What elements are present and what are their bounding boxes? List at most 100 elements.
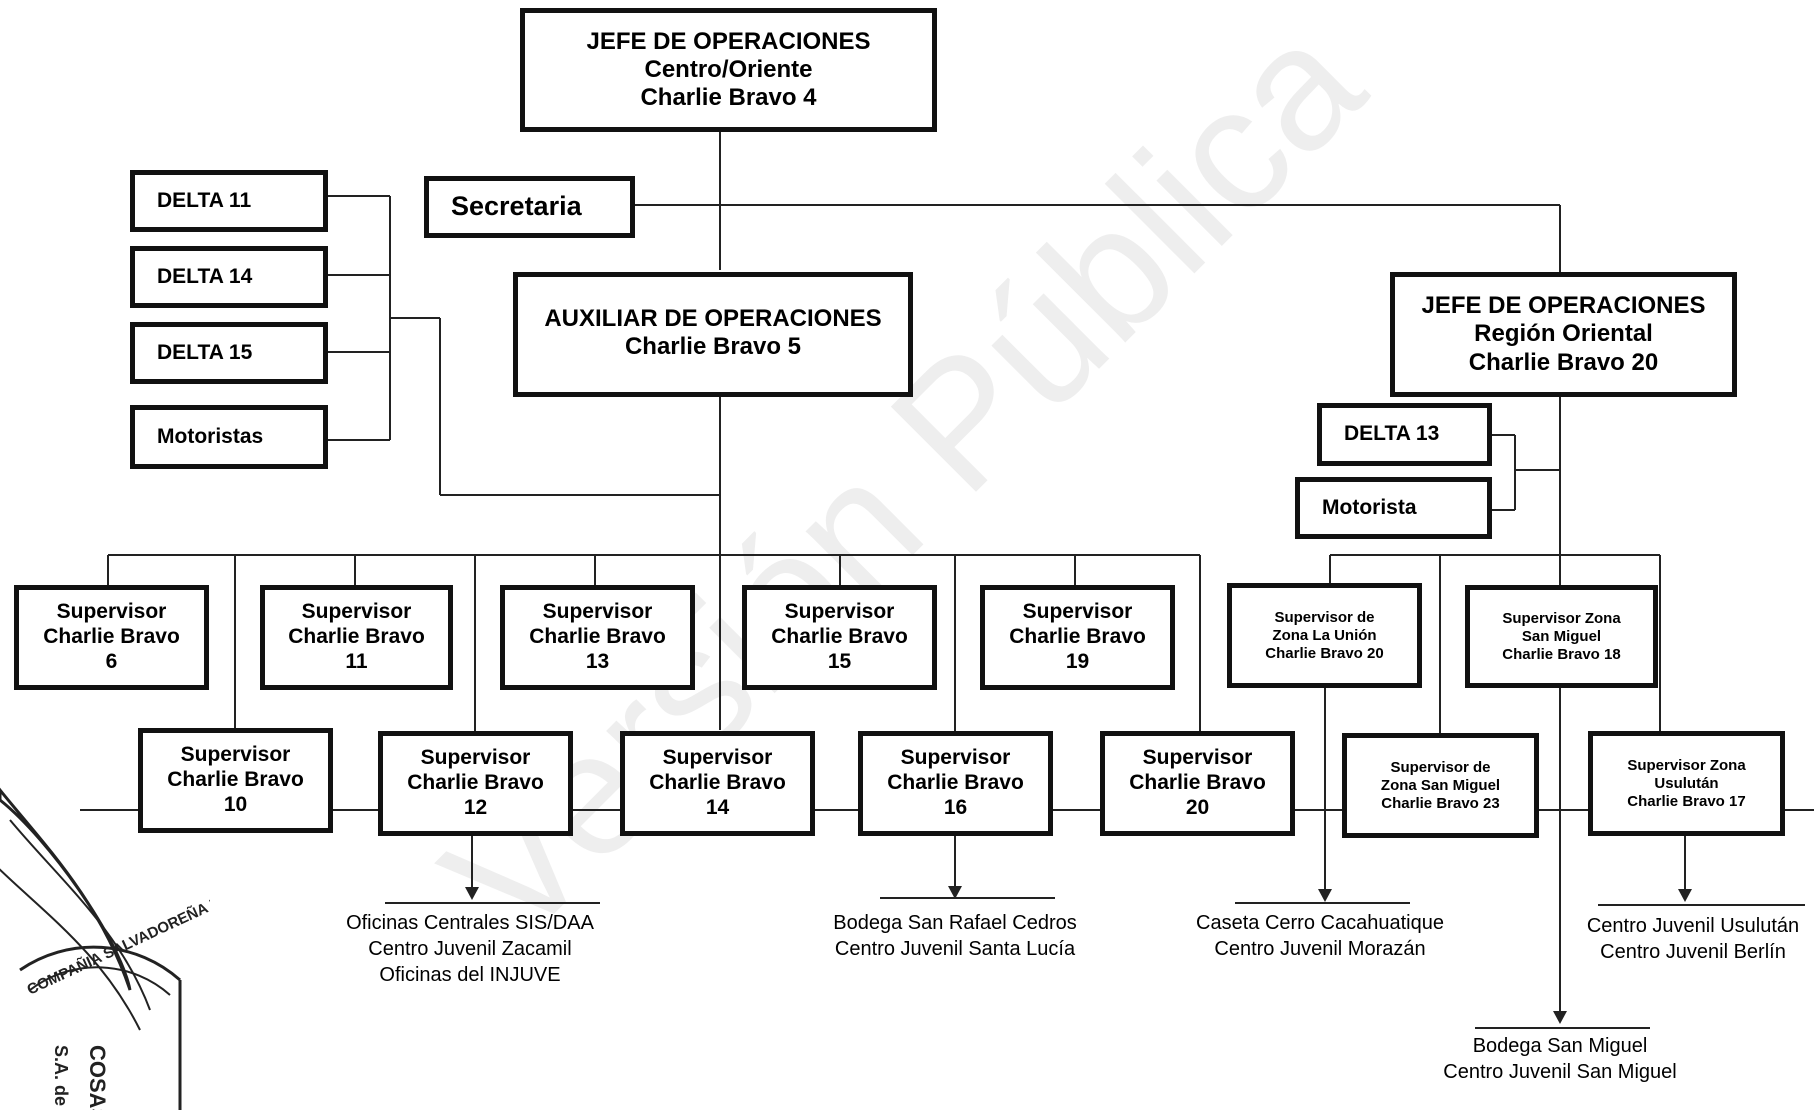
secretaria-label: Secretaria	[451, 191, 582, 222]
location-line: Centro Juvenil Morazán	[1214, 938, 1426, 960]
locations-cb12: Oficinas Centrales SIS/DAA Centro Juveni…	[330, 910, 610, 988]
supervisor-cb14-role: Supervisor	[662, 746, 773, 770]
zone-san-miguel-23-code: Charlie Bravo 23	[1381, 794, 1500, 812]
connector-lines	[80, 130, 1814, 1029]
delta-15-label: DELTA 15	[157, 340, 253, 364]
supervisor-cb19-number: 19	[1065, 649, 1090, 673]
delta-11-label: DELTA 11	[157, 188, 252, 212]
zone-la-union-zone: Zona La Unión	[1272, 626, 1377, 644]
motorista-label: Motorista	[1322, 495, 1417, 519]
chief-oriental-region: Región Oriental	[1474, 320, 1653, 348]
supervisor-cb11-role: Supervisor	[301, 600, 412, 624]
supervisor-cb13-role: Supervisor	[542, 600, 653, 624]
location-line: Centro Juvenil Santa Lucía	[834, 938, 1076, 960]
supervisor-cb15-number: 15	[827, 649, 852, 673]
supervisor-cb12-role: Supervisor	[420, 746, 531, 770]
delta-14-box: DELTA 14	[130, 246, 328, 308]
svg-text:COMPAÑIA SALVADOREÑA DE: COMPAÑIA SALVADOREÑA DE	[24, 888, 210, 998]
location-line: Oficinas Centrales SIS/DAA	[346, 912, 594, 934]
motorista-box: Motorista	[1295, 477, 1492, 539]
locations-cb16: Bodega San Rafael Cedros Centro Juvenil …	[820, 910, 1090, 962]
chief-centro-oriente: JEFE DE OPERACIONES Centro/Oriente Charl…	[520, 8, 937, 132]
supervisor-cb11-number: 11	[345, 649, 368, 673]
location-line: Centro Juvenil Zacamil	[368, 938, 572, 960]
supervisor-cb20-number: 20	[1185, 795, 1210, 819]
supervisor-cb6-name: Charlie Bravo	[43, 625, 180, 649]
location-line: Caseta Cerro Cacahuatique	[1196, 912, 1444, 934]
chief-oriental-title: JEFE DE OPERACIONES	[1421, 292, 1706, 320]
locations-cb18: Bodega San Miguel Centro Juvenil San Mig…	[1420, 1033, 1700, 1085]
zone-san-miguel-zone: San Miguel	[1521, 627, 1602, 645]
supervisor-cb16-name: Charlie Bravo	[887, 771, 1024, 795]
zone-usulutan-zone: Usulután	[1654, 774, 1719, 792]
svg-text:S.A. de C.V.: S.A. de C.V.	[51, 1045, 71, 1110]
chief-centro-region: Centro/Oriente	[644, 55, 813, 83]
delta-11-box: DELTA 11	[130, 170, 328, 232]
svg-text:COSAS: COSAS	[85, 1045, 110, 1110]
supervisor-cb14-name: Charlie Bravo	[649, 771, 786, 795]
delta-13-box: DELTA 13	[1317, 403, 1492, 466]
location-line: Bodega San Rafael Cedros	[833, 912, 1077, 934]
zone-la-union-code: Charlie Bravo 20	[1265, 644, 1384, 662]
supervisor-cb15-name: Charlie Bravo	[771, 625, 908, 649]
auxiliar-code: Charlie Bravo 5	[624, 333, 802, 361]
auxiliar-operaciones: AUXILIAR DE OPERACIONES Charlie Bravo 5	[513, 272, 913, 397]
zone-la-union-role: Supervisor de	[1274, 608, 1375, 626]
supervisor-cb19-name: Charlie Bravo	[1009, 625, 1146, 649]
supervisor-cb20-name: Charlie Bravo	[1129, 771, 1266, 795]
locations-cb17: Centro Juvenil Usulután Centro Juvenil B…	[1572, 913, 1814, 965]
chief-centro-title: JEFE DE OPERACIONES	[586, 27, 871, 55]
supervisor-cb15-role: Supervisor	[784, 600, 895, 624]
chief-region-oriental: JEFE DE OPERACIONES Región Oriental Char…	[1390, 272, 1737, 397]
supervisor-cb12-name: Charlie Bravo	[407, 771, 544, 795]
supervisor-cb10-role: Supervisor	[180, 743, 291, 767]
supervisor-cb10-number: 10	[223, 792, 248, 816]
supervisor-cb14-number: 14	[705, 795, 730, 819]
motoristas-box: Motoristas	[130, 405, 328, 469]
zone-san-miguel-role: Supervisor Zona	[1502, 609, 1621, 627]
zone-san-miguel-23-role: Supervisor de	[1390, 758, 1491, 776]
company-seal: COMPAÑIA SALVADOREÑA DE S.A. de C.V. COS…	[0, 787, 210, 1110]
chief-centro-code: Charlie Bravo 4	[640, 84, 817, 112]
location-line: Centro Juvenil San Miguel	[1443, 1061, 1677, 1083]
supervisor-cb16-number: 16	[943, 795, 968, 819]
supervisor-cb13-name: Charlie Bravo	[529, 625, 666, 649]
supervisor-cb16-role: Supervisor	[900, 746, 1011, 770]
supervisor-cb6-role: Supervisor	[56, 600, 167, 624]
auxiliar-title: AUXILIAR DE OPERACIONES	[544, 305, 882, 332]
supervisor-cb11-name: Charlie Bravo	[288, 625, 425, 649]
supervisor-cb6-number: 6	[105, 649, 118, 673]
zone-usulutan-role: Supervisor Zona	[1627, 756, 1746, 774]
supervisor-cb13-number: 13	[585, 649, 610, 673]
supervisor-cb20-role: Supervisor	[1142, 746, 1253, 770]
location-line: Centro Juvenil Berlín	[1600, 941, 1786, 963]
location-line: Centro Juvenil Usulután	[1586, 915, 1800, 937]
delta-15-box: DELTA 15	[130, 322, 328, 384]
locations-cb20: Caseta Cerro Cacahuatique Centro Juvenil…	[1180, 910, 1460, 962]
zone-usulutan-code: Charlie Bravo 17	[1627, 792, 1746, 810]
location-line: Bodega San Miguel	[1472, 1035, 1648, 1057]
secretaria-box: Secretaria	[424, 176, 635, 238]
delta-14-label: DELTA 14	[157, 264, 253, 288]
zone-san-miguel-code: Charlie Bravo 18	[1502, 645, 1621, 663]
supervisor-cb12-number: 12	[463, 795, 488, 819]
supervisor-cb19-role: Supervisor	[1022, 600, 1133, 624]
zone-san-miguel-23-zone: Zona San Miguel	[1380, 776, 1501, 794]
chief-oriental-code: Charlie Bravo 20	[1468, 348, 1659, 376]
delta-13-label: DELTA 13	[1344, 422, 1440, 446]
supervisor-cb10-name: Charlie Bravo	[167, 768, 304, 792]
